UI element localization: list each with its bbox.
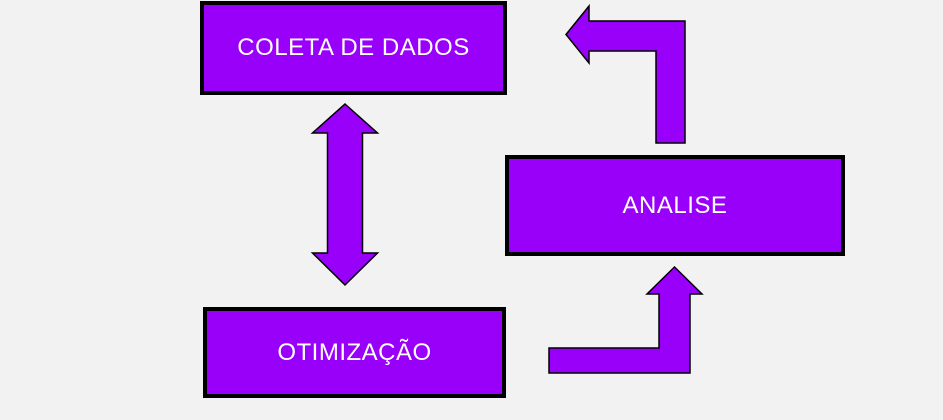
node-otimizacao: OTIMIZAÇÃO <box>203 307 506 398</box>
bent-arrow-up-otimizacao-icon <box>548 265 704 374</box>
node-analise: ANALISE <box>505 155 845 256</box>
node-coleta-de-dados: COLETA DE DADOS <box>200 1 507 95</box>
node-otimizacao-label: OTIMIZAÇÃO <box>277 338 432 366</box>
node-coleta-de-dados-label: COLETA DE DADOS <box>237 34 470 61</box>
double-arrow-coleta-otimizacao-icon <box>310 102 380 287</box>
bent-arrow-left-analise-icon <box>565 3 686 144</box>
node-analise-label: ANALISE <box>622 191 728 219</box>
